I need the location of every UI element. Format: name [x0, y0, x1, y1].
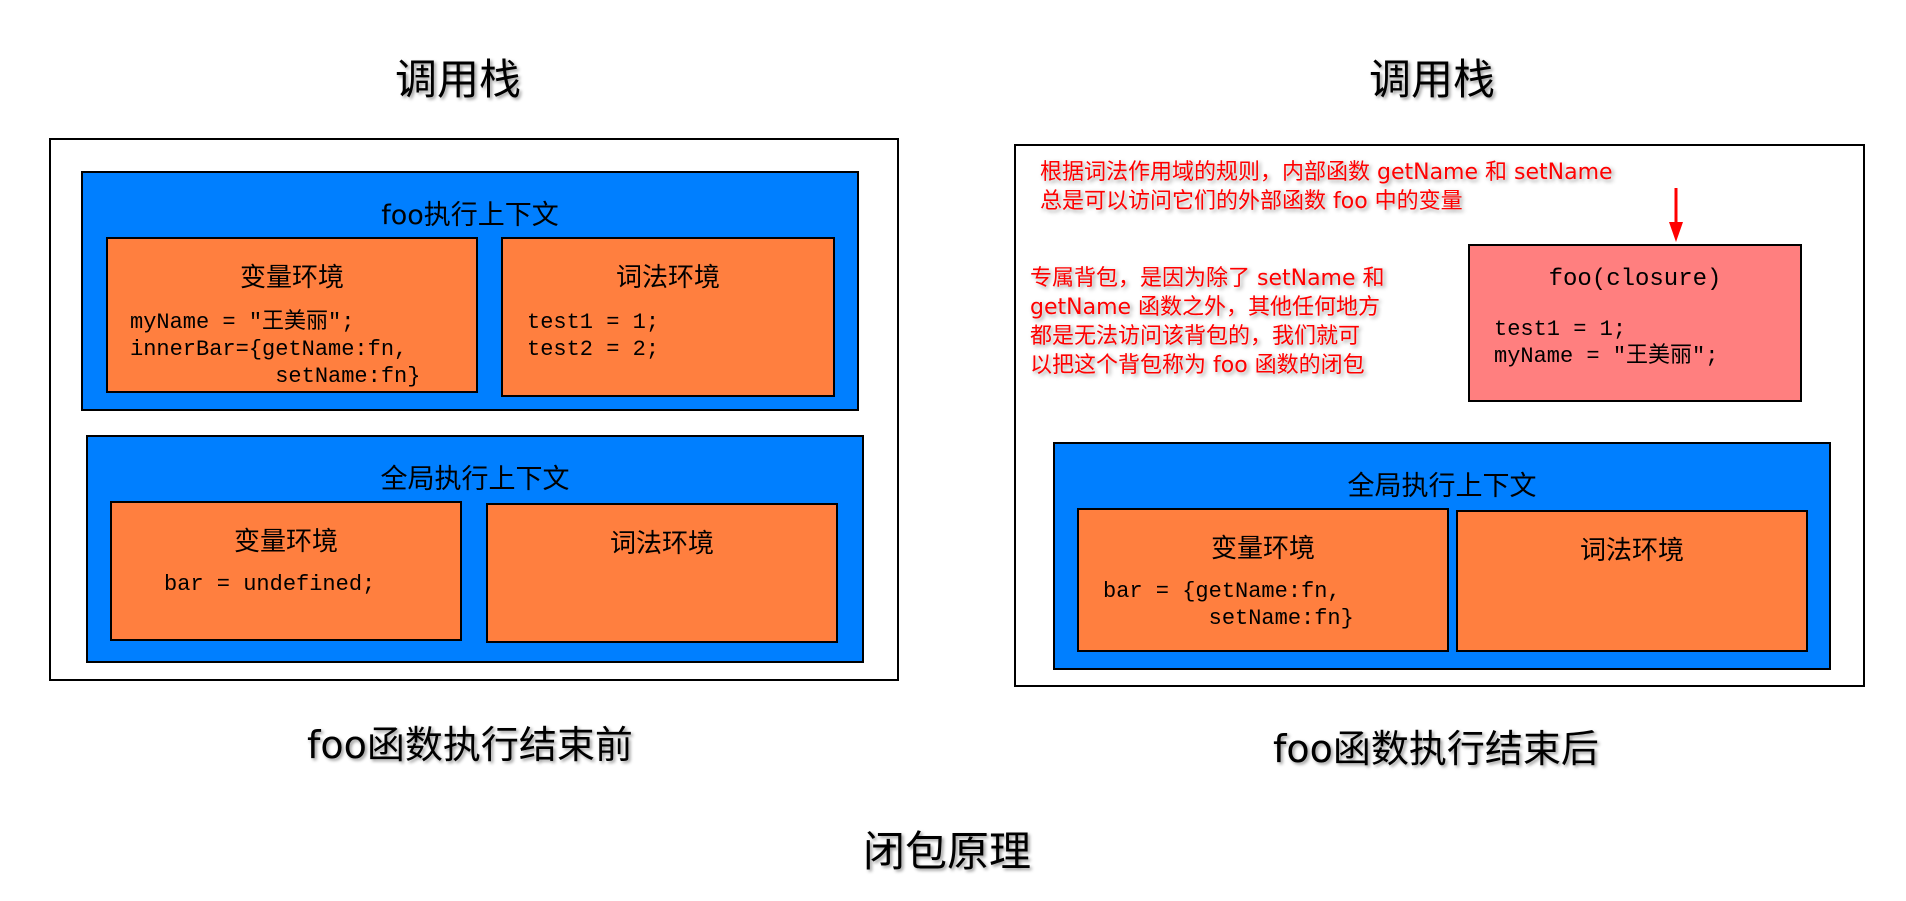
env-title: 变量环境 — [239, 263, 344, 293]
env-title: 变量环境 — [1210, 534, 1315, 564]
arrow-down-icon — [1669, 188, 1683, 242]
global-execution-context: 全局执行上下文 变量环境 bar = {getName:fn, setName:… — [1053, 442, 1831, 670]
foo-closure: foo(closure) test1 = 1; myName = "王美丽"; — [1468, 244, 1802, 402]
global-context-title: 全局执行上下文 — [380, 464, 570, 495]
env-code: myName = "王美丽"; innerBar={getName:fn, se… — [130, 310, 421, 389]
env-code: bar = {getName:fn, setName:fn} — [1103, 579, 1354, 631]
right-heading: 调用栈 — [1368, 55, 1495, 104]
env-title: 词法环境 — [1579, 536, 1684, 566]
left-caption: foo函数执行结束前 — [307, 723, 633, 767]
global-lexical-environment: 词法环境 — [486, 503, 838, 643]
foo-execution-context: foo执行上下文 变量环境 myName = "王美丽"; innerBar={… — [81, 171, 859, 411]
foo-context-title: foo执行上下文 — [381, 200, 559, 231]
closure-code: test1 = 1; myName = "王美丽"; — [1494, 317, 1719, 369]
right-caption: foo函数执行结束后 — [1273, 727, 1599, 771]
note-left: 专属背包，是因为除了 setName 和 getName 函数之外，其他任何地方… — [1030, 266, 1385, 378]
global-execution-context: 全局执行上下文 变量环境 bar = undefined; 词法环境 — [86, 435, 864, 663]
env-title: 词法环境 — [615, 263, 720, 293]
closure-title: foo(closure) — [1548, 266, 1722, 293]
diagram-footer: 闭包原理 — [862, 827, 1031, 876]
env-title: 变量环境 — [233, 527, 338, 557]
foo-variable-environment: 变量环境 myName = "王美丽"; innerBar={getName:f… — [106, 237, 478, 393]
env-title: 词法环境 — [609, 529, 714, 559]
global-variable-environment: 变量环境 bar = undefined; — [110, 501, 462, 641]
note-top: 根据词法作用域的规则，内部函数 getName 和 setName 总是可以访问… — [1040, 160, 1613, 214]
global-context-title: 全局执行上下文 — [1347, 471, 1537, 502]
call-stack-before: foo执行上下文 变量环境 myName = "王美丽"; innerBar={… — [49, 138, 899, 681]
left-heading: 调用栈 — [394, 55, 521, 104]
global-lexical-environment: 词法环境 — [1456, 510, 1808, 652]
call-stack-after: 根据词法作用域的规则，内部函数 getName 和 setName 总是可以访问… — [1014, 144, 1865, 687]
global-variable-environment: 变量环境 bar = {getName:fn, setName:fn} — [1077, 508, 1449, 652]
env-code: test1 = 1; test2 = 2; — [527, 310, 660, 362]
foo-lexical-environment: 词法环境 test1 = 1; test2 = 2; — [501, 237, 835, 397]
env-code: bar = undefined; — [164, 572, 376, 597]
